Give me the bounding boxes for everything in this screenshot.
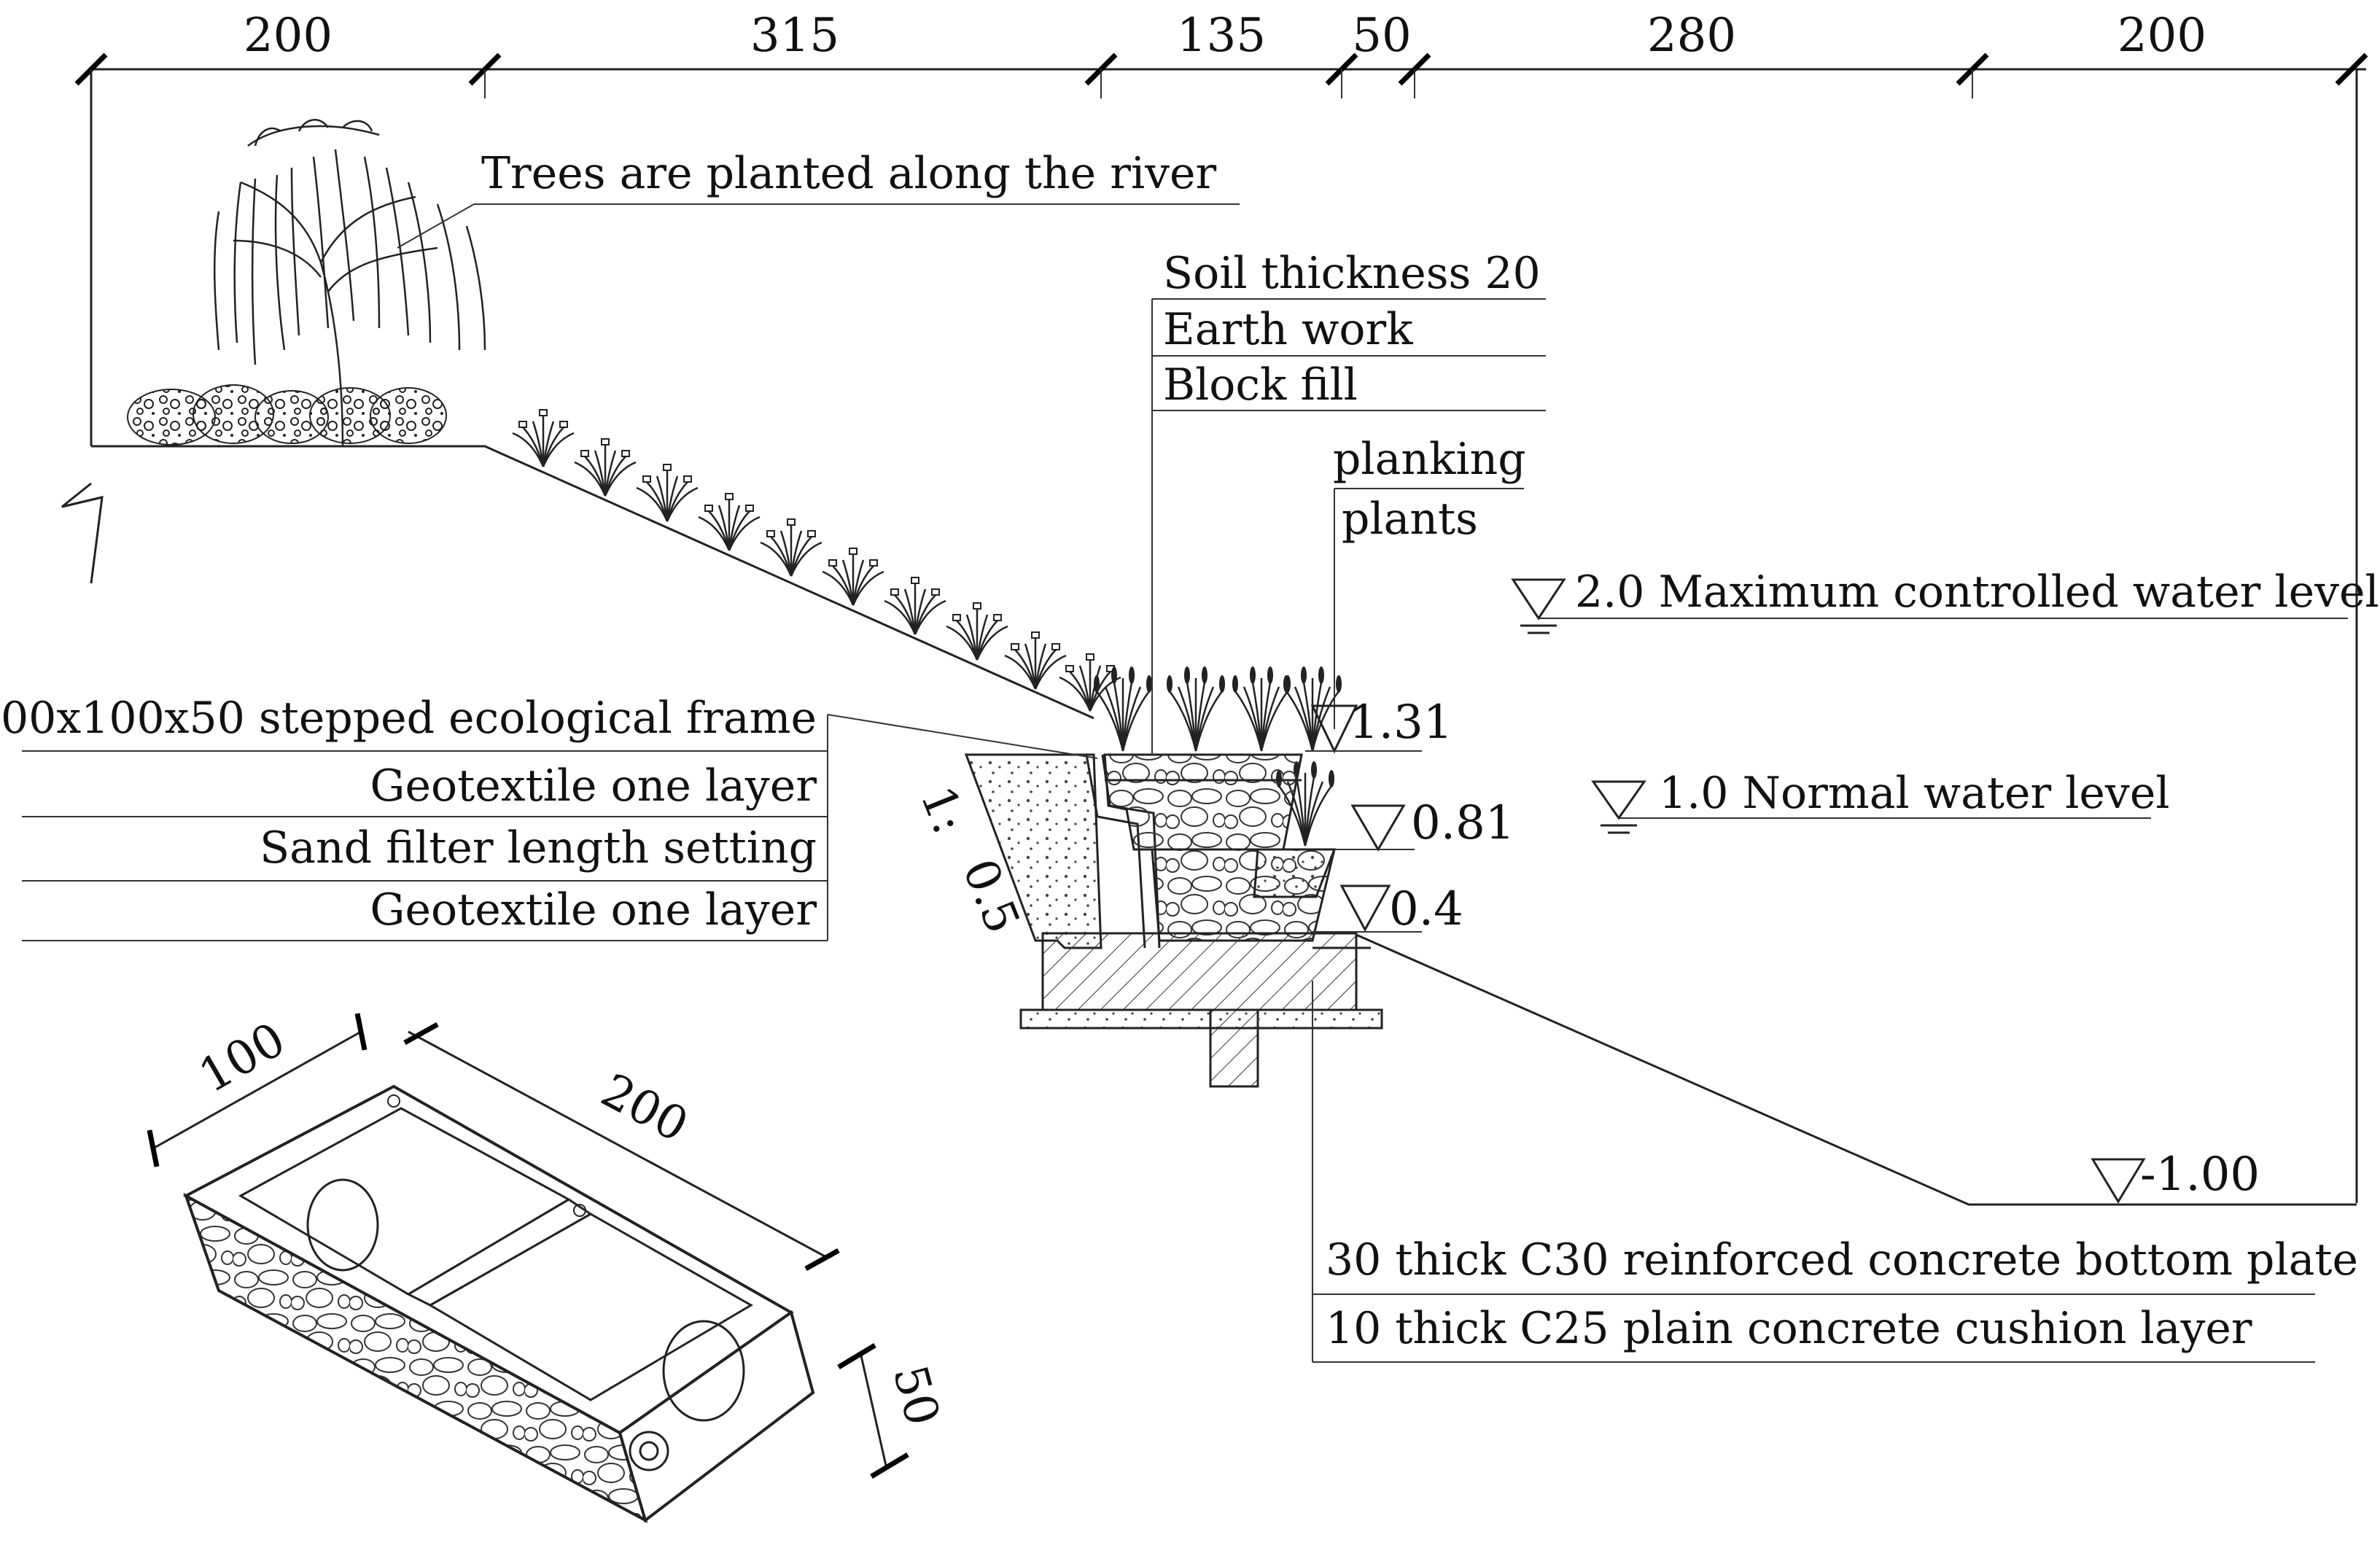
shrub-row-icon <box>127 384 447 446</box>
grass-clump-icon <box>760 518 822 577</box>
dim-label-5: 280 <box>1647 9 1736 63</box>
dim-label-4: 50 <box>1352 9 1411 63</box>
max-water-level-marker: 2.0 Maximum controlled water level <box>1511 567 2379 634</box>
reed-clump-icon <box>1283 666 1342 752</box>
grass-clump-icon <box>574 438 637 497</box>
dim-label-6: 200 <box>2118 9 2206 63</box>
elevation-label-04: 0.4 <box>1389 882 1463 936</box>
slope-plants-group <box>512 409 1121 712</box>
reed-clump-icon <box>1094 666 1152 752</box>
block-isometric-detail: 100 200 50 <box>147 1013 950 1524</box>
max-water-level-label: 2.0 Maximum controlled water level <box>1575 567 2379 618</box>
elevation-label-081: 0.81 <box>1411 796 1515 850</box>
planking-plants-callout: planking plants <box>1333 434 1526 729</box>
dim-label-2: 315 <box>750 9 839 63</box>
willow-tree-icon <box>213 119 486 447</box>
bottom-plate-label: 30 thick C30 reinforced concrete bottom … <box>1326 1234 2358 1285</box>
reed-clump-icon <box>1232 666 1291 752</box>
planking-label: planking <box>1333 434 1526 485</box>
trees-label: Trees are planted along the river <box>481 148 1217 199</box>
dim-tick <box>2335 52 2368 86</box>
geotextile-label-2: Geotextile one layer <box>370 884 817 935</box>
frame-label: 200x100x50 stepped ecological frame <box>0 693 817 744</box>
elevation-marker-131: 1.31 <box>1305 696 1453 754</box>
grass-clump-icon <box>822 548 884 606</box>
grass-clump-icon <box>946 602 1008 661</box>
elevation-label-131: 1.31 <box>1349 696 1453 750</box>
block-height-label: 50 <box>882 1360 950 1431</box>
trees-callout: Trees are planted along the river <box>397 148 1240 249</box>
ground-profile <box>61 69 2357 1206</box>
dim-label-1: 200 <box>244 9 332 63</box>
normal-water-level-marker: 1.0 Normal water level <box>1591 768 2170 834</box>
top-dimension-line: 200 315 135 50 280 200 <box>74 9 2368 98</box>
reed-plants-group <box>1094 666 1342 847</box>
elevation-marker-minus1: -1.00 <box>2091 1148 2260 1204</box>
grass-clump-icon <box>884 577 946 635</box>
sand-filter-label: Sand filter length setting <box>260 822 817 874</box>
grass-clump-icon <box>698 493 761 551</box>
left-callout-stack: 200x100x50 stepped ecological frame Geot… <box>0 693 1098 941</box>
earth-work-label: Earth work <box>1163 304 1413 355</box>
elevation-label-minus1: -1.00 <box>2140 1148 2260 1202</box>
plants-label: plants <box>1342 494 1478 545</box>
normal-water-level-label: 1.0 Normal water level <box>1659 768 2170 819</box>
soil-callout-stack: Soil thickness 20 Earth work Block fill <box>1151 248 1546 755</box>
bottom-plate-callout-stack: 30 thick C30 reinforced concrete bottom … <box>1312 981 2358 1363</box>
elevation-marker-04: 0.4 <box>1312 882 1463 936</box>
block-width-label: 100 <box>190 1013 295 1104</box>
soil-thickness-label: Soil thickness 20 <box>1163 248 1541 299</box>
dim-label-3: 135 <box>1177 9 1266 63</box>
grass-clump-icon <box>512 409 575 467</box>
elevation-marker-081: 0.81 <box>1334 796 1515 852</box>
stepped-frame-structure <box>964 753 1383 1088</box>
block-fill-label: Block fill <box>1163 359 1358 411</box>
geotextile-label-1: Geotextile one layer <box>370 761 817 812</box>
cushion-layer-label: 10 thick C25 plain concrete cushion laye… <box>1326 1303 2252 1354</box>
grass-clump-icon <box>1004 631 1067 690</box>
reed-clump-icon <box>1167 666 1225 752</box>
grass-clump-icon <box>636 464 699 522</box>
slope-ratio-a: 1: <box>909 779 976 841</box>
